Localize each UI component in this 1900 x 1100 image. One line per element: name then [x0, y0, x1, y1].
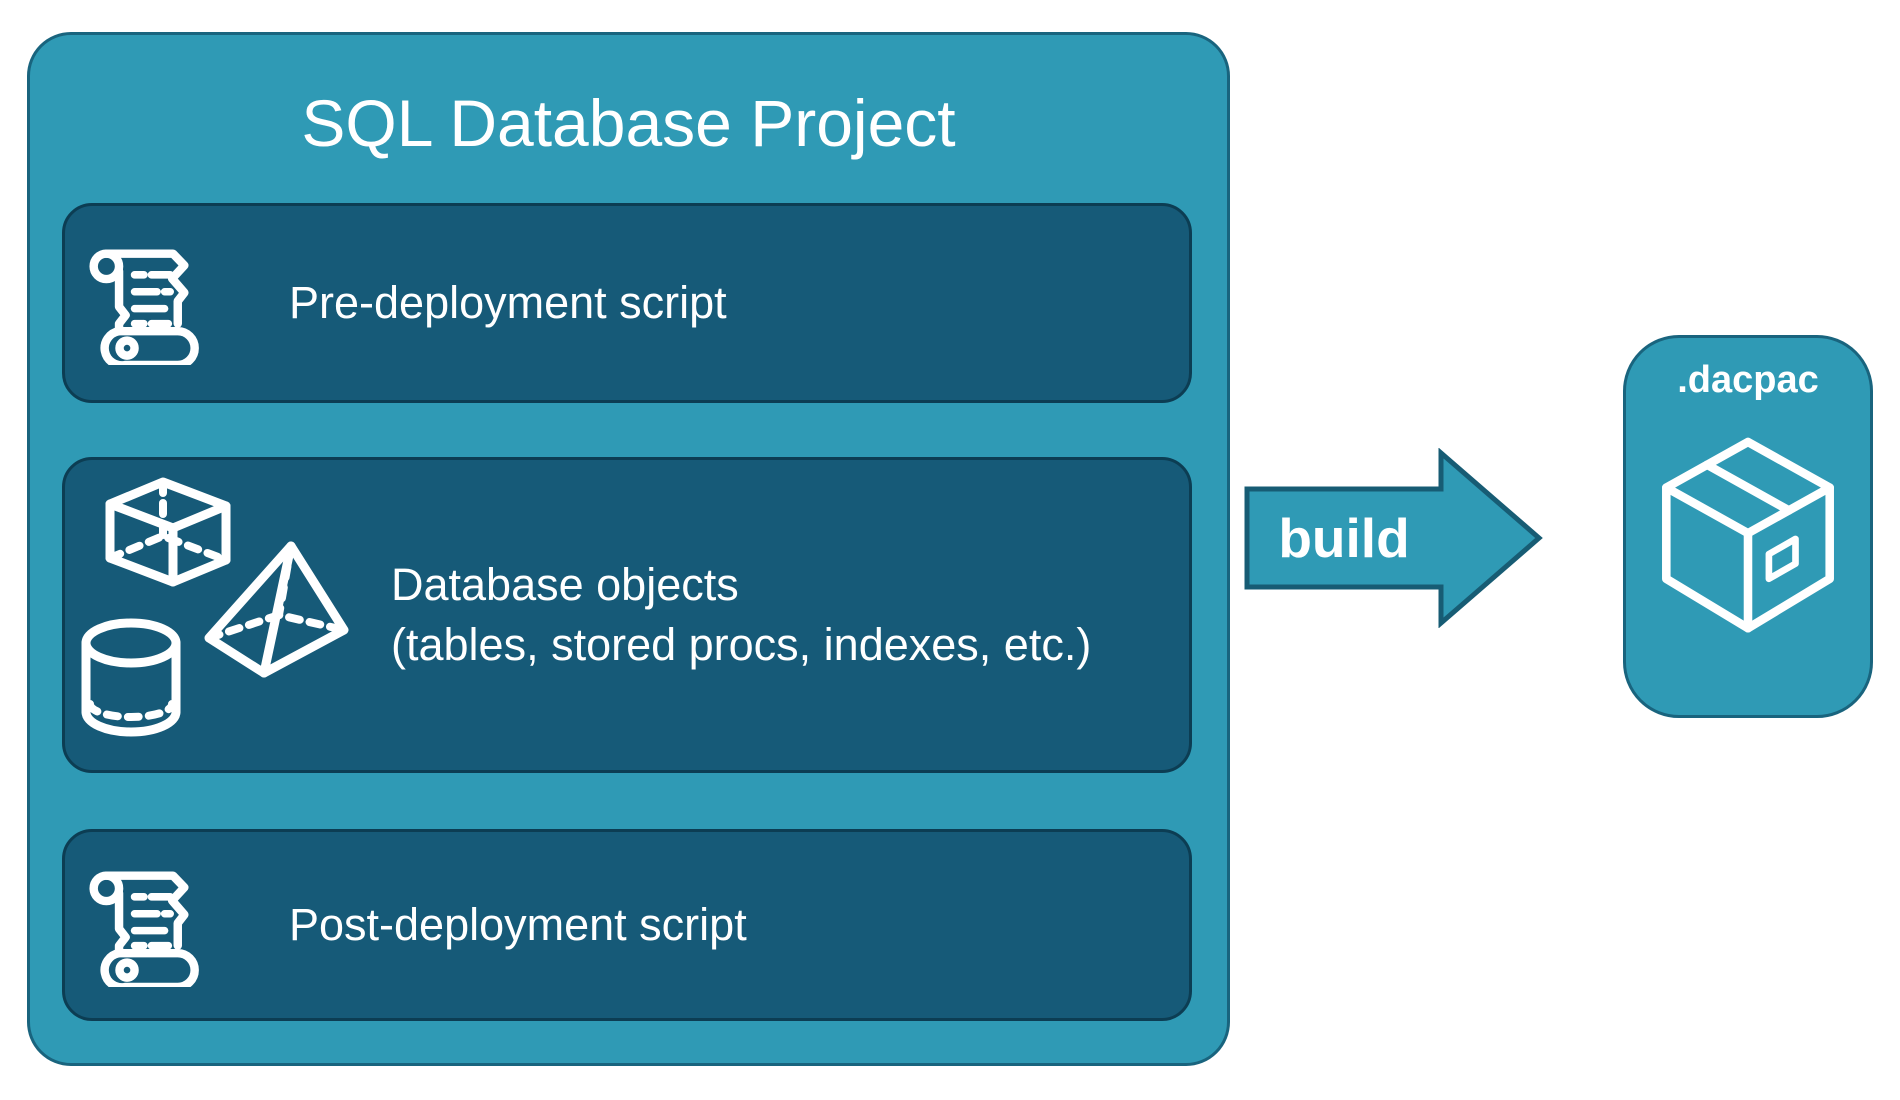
database-shapes-icons — [81, 470, 381, 760]
pyramid-icon — [204, 541, 349, 678]
scroll-icon — [81, 241, 205, 365]
post-deployment-label: Post-deployment script — [289, 899, 747, 950]
dacpac-label: .dacpac — [1677, 359, 1819, 401]
cube-icon — [105, 477, 231, 587]
package-icon — [1653, 432, 1843, 642]
database-objects-label-line2: (tables, stored procs, indexes, etc.) — [391, 619, 1092, 670]
pre-deployment-label: Pre-deployment script — [289, 277, 727, 328]
post-deployment-box: Post-deployment script — [62, 829, 1192, 1021]
database-objects-label-line1: Database objects — [391, 559, 739, 610]
scroll-icon — [81, 863, 205, 987]
build-label: build — [1278, 507, 1410, 569]
cylinder-icon — [81, 618, 181, 737]
database-objects-label: Database objects (tables, stored procs, … — [391, 555, 1091, 675]
build-arrow — [1244, 448, 1543, 628]
dacpac-box: .dacpac — [1623, 335, 1873, 718]
sql-project-container: SQL Database Project — [27, 32, 1230, 1066]
project-title: SQL Database Project — [301, 86, 956, 160]
pre-deployment-box: Pre-deployment script — [62, 203, 1192, 403]
database-objects-box: Database objects (tables, stored procs, … — [62, 457, 1192, 773]
